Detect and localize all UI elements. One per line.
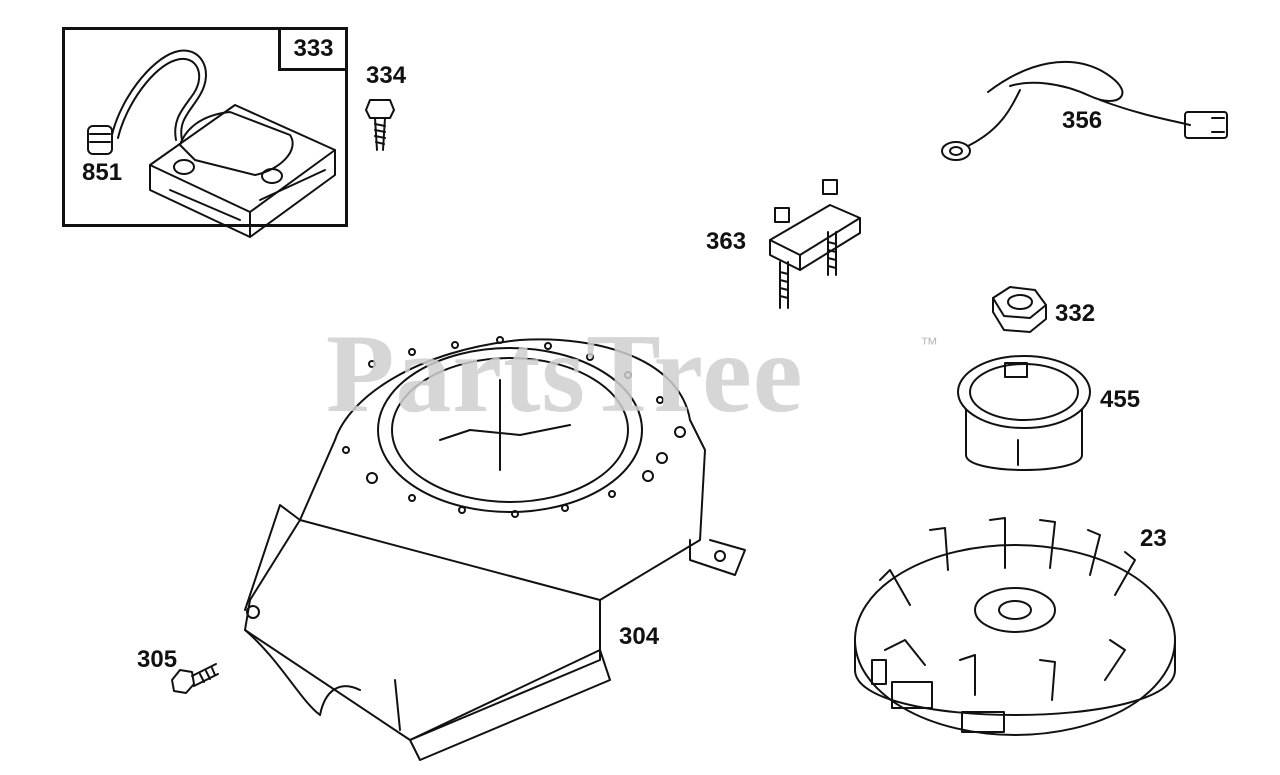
- trademark-mark: ™: [920, 334, 938, 354]
- bolt-334-icon: [365, 99, 395, 151]
- starter-cup-icon: [957, 355, 1091, 471]
- screw-305-icon: [171, 663, 219, 694]
- ground-wire-icon: [941, 60, 1228, 161]
- watermark-text: PartsTree: [326, 312, 804, 436]
- bracket-363-icon: [769, 179, 861, 309]
- callout-356[interactable]: 356: [1062, 107, 1103, 134]
- callout-455[interactable]: 455: [1100, 386, 1141, 413]
- armature-inset-box: [62, 27, 348, 227]
- callout-305[interactable]: 305: [137, 646, 178, 673]
- callout-304[interactable]: 304: [619, 623, 660, 650]
- flywheel-icon: [854, 517, 1176, 736]
- callout-851[interactable]: 851: [82, 159, 123, 186]
- armature-icon: [87, 49, 336, 238]
- callout-332[interactable]: 332: [1055, 300, 1096, 327]
- blower-housing-icon: [244, 336, 746, 761]
- callout-23[interactable]: 23: [1140, 525, 1167, 552]
- callout-363[interactable]: 363: [706, 228, 747, 255]
- callout-334[interactable]: 334: [366, 62, 407, 89]
- inset-part-number[interactable]: 333: [278, 29, 346, 71]
- nut-332-icon: [992, 286, 1047, 333]
